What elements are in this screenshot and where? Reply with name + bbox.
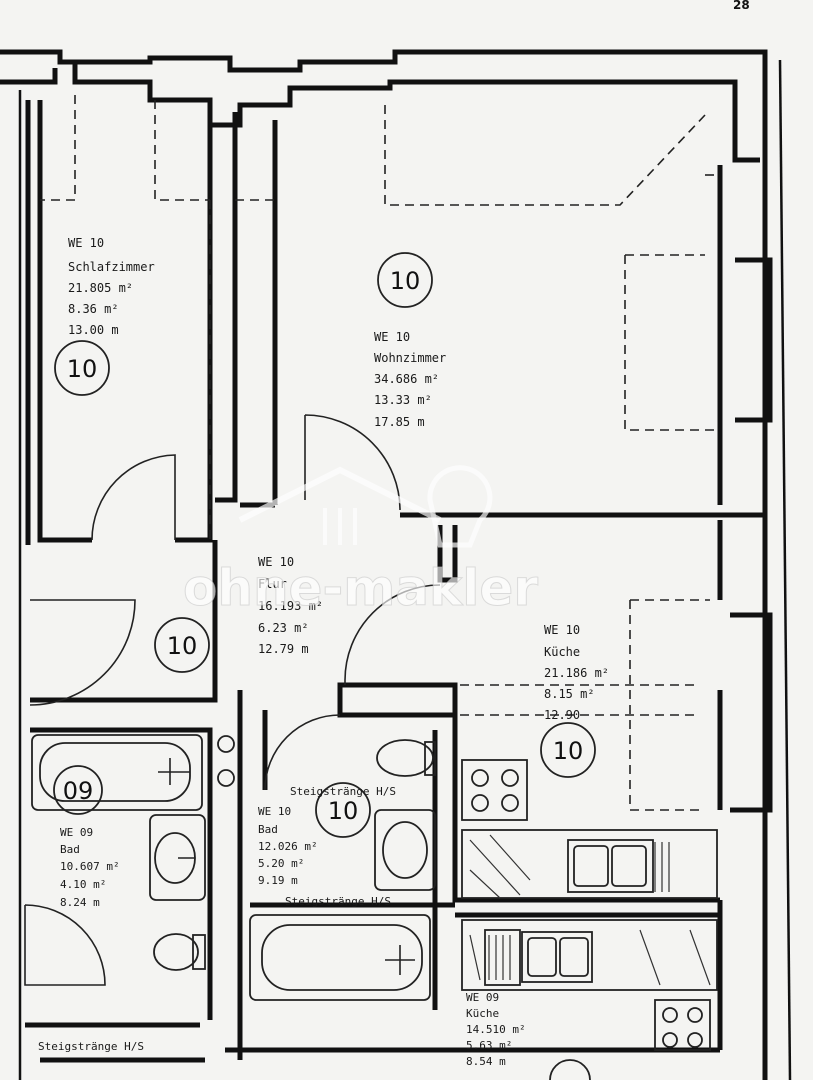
svg-text:17.85 m: 17.85 m xyxy=(374,415,425,429)
room-label-kueche-09: WE 09 Küche 14.510 m² 5.63 m² 8.54 m xyxy=(466,991,526,1068)
svg-text:5.20 m²: 5.20 m² xyxy=(258,857,304,870)
stove-we09 xyxy=(654,999,711,1051)
outer-walls xyxy=(0,49,792,1080)
svg-text:Küche: Küche xyxy=(466,1007,499,1020)
steigstrange-label-top: Steigstränge H/S xyxy=(290,785,396,798)
svg-text:12.026 m²: 12.026 m² xyxy=(258,840,318,853)
svg-text:13.33 m²: 13.33 m² xyxy=(374,393,432,407)
svg-text:WE 09: WE 09 xyxy=(60,826,93,839)
svg-text:Flur: Flur xyxy=(258,577,287,591)
toilet-we10 xyxy=(376,739,434,777)
svg-text:8.54 m: 8.54 m xyxy=(466,1055,506,1068)
svg-text:10: 10 xyxy=(390,267,421,295)
steigstrange-label-bad: Steigstränge H/S xyxy=(285,895,391,908)
watermark-text: ohne-makler xyxy=(183,559,538,617)
svg-text:10: 10 xyxy=(167,632,198,660)
svg-text:Küche: Küche xyxy=(544,645,580,659)
svg-text:21.186 m²: 21.186 m² xyxy=(544,666,609,680)
kitchen-counter xyxy=(461,829,718,899)
watermark-house-icon xyxy=(238,465,493,548)
doors xyxy=(24,414,441,986)
svg-text:Bad: Bad xyxy=(60,843,80,856)
room-label-schlafzimmer: WE 10 Schlafzimmer 21.805 m² 8.36 m² 13.… xyxy=(68,236,155,337)
svg-text:Schlafzimmer: Schlafzimmer xyxy=(68,260,155,274)
interior-walls xyxy=(25,112,765,1063)
svg-text:WE 10: WE 10 xyxy=(258,805,291,818)
kitchen-sink xyxy=(567,839,654,893)
toilet-we09 xyxy=(153,933,199,971)
sink-we10 xyxy=(374,809,436,891)
svg-text:6.23 m²: 6.23 m² xyxy=(258,621,309,635)
svg-text:12.90: 12.90 xyxy=(544,708,580,722)
watermark: ohne-makler xyxy=(183,465,539,618)
svg-text:WE 09: WE 09 xyxy=(466,991,499,1004)
svg-text:12.79 m: 12.79 m xyxy=(258,642,309,656)
svg-text:9.19 m: 9.19 m xyxy=(258,874,298,887)
sink-we09 xyxy=(149,814,206,901)
svg-text:8.36 m²: 8.36 m² xyxy=(68,302,119,316)
kitchen-we09-counter xyxy=(461,919,718,991)
room-label-bad-10: WE 10 Bad 12.026 m² 5.20 m² 9.19 m xyxy=(258,805,318,887)
steigstrange-label-bottom: Steigstränge H/S xyxy=(38,1040,144,1053)
unit-badge-kueche: 10 xyxy=(540,722,596,778)
svg-text:WE 10: WE 10 xyxy=(68,236,104,250)
fixtures xyxy=(31,734,718,1080)
svg-text:10: 10 xyxy=(67,355,98,383)
svg-text:8.15 m²: 8.15 m² xyxy=(544,687,595,701)
unit-badge-bad-10: 10 xyxy=(315,782,371,838)
svg-text:34.686 m²: 34.686 m² xyxy=(374,372,439,386)
svg-text:10: 10 xyxy=(553,737,584,765)
svg-text:10: 10 xyxy=(328,797,359,825)
svg-text:5.63 m²: 5.63 m² xyxy=(466,1039,512,1052)
room-label-wohnzimmer: WE 10 Wohnzimmer 34.686 m² 13.33 m² 17.8… xyxy=(374,330,446,429)
unit-badge-schlafzimmer: 10 xyxy=(54,340,110,396)
dashed-outlines xyxy=(40,95,720,811)
svg-text:14.510 m²: 14.510 m² xyxy=(466,1023,526,1036)
page-number: 28 xyxy=(733,0,750,12)
svg-text:WE 10: WE 10 xyxy=(544,623,580,637)
unit-badge-wohnzimmer: 10 xyxy=(377,252,433,308)
unit-badge-bad-09: 09 xyxy=(53,765,103,815)
svg-text:Bad: Bad xyxy=(258,823,278,836)
svg-text:Wohnzimmer: Wohnzimmer xyxy=(374,351,446,365)
room-label-flur: WE 10 Flur 16.193 m² 6.23 m² 12.79 m xyxy=(258,555,323,656)
svg-text:09: 09 xyxy=(63,777,94,805)
svg-text:16.193 m²: 16.193 m² xyxy=(258,599,323,613)
room-label-kueche: WE 10 Küche 21.186 m² 8.15 m² 12.90 xyxy=(544,623,609,722)
stove-kueche xyxy=(461,759,528,821)
svg-text:4.10 m²: 4.10 m² xyxy=(60,878,106,891)
bathtub-we10 xyxy=(249,914,431,1001)
svg-text:8.24 m: 8.24 m xyxy=(60,896,100,909)
bathtub-we09 xyxy=(31,734,203,811)
svg-text:WE 10: WE 10 xyxy=(258,555,294,569)
svg-text:10.607 m²: 10.607 m² xyxy=(60,860,120,873)
svg-text:WE 10: WE 10 xyxy=(374,330,410,344)
svg-text:13.00 m: 13.00 m xyxy=(68,323,119,337)
unit-badge-flur: 10 xyxy=(154,617,210,673)
room-label-bad-09: WE 09 Bad 10.607 m² 4.10 m² 8.24 m xyxy=(60,826,120,909)
svg-text:21.805 m²: 21.805 m² xyxy=(68,281,133,295)
